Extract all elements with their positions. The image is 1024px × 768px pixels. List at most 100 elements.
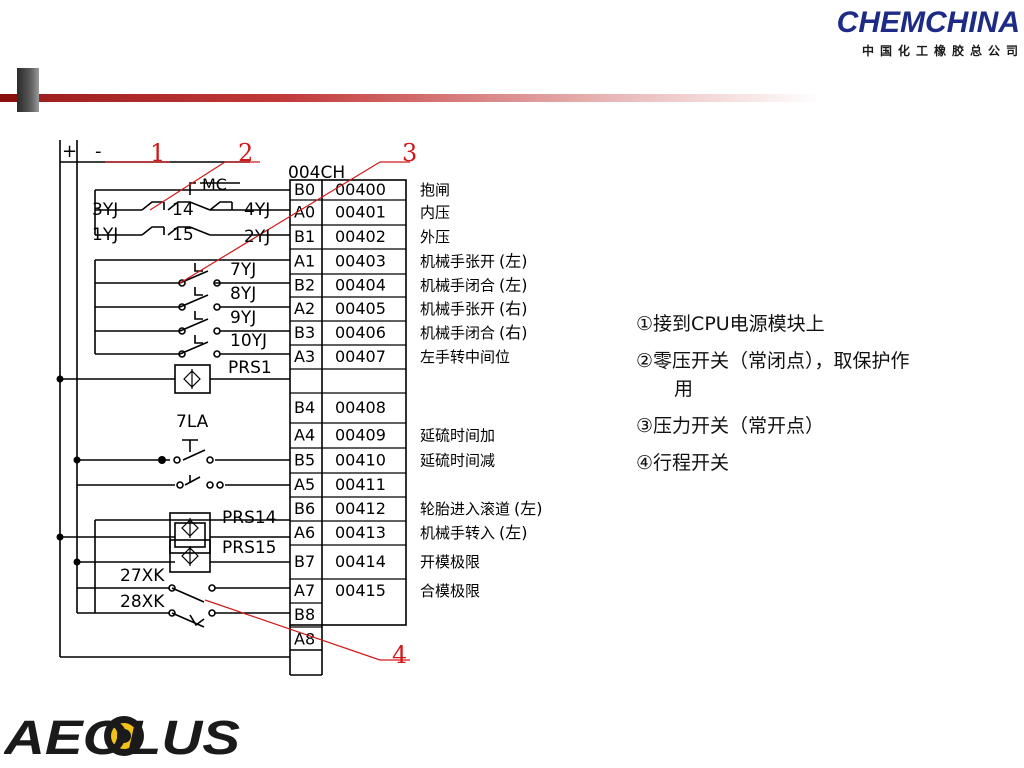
terminal-id: B7 (294, 552, 315, 571)
terminal-description: 开模极限 (420, 553, 480, 571)
label-7yj: 7YJ (230, 260, 256, 280)
note-2: ②零压开关（常闭点），取保护作 用 (636, 347, 996, 403)
terminal-address: 00409 (335, 426, 386, 445)
label-27xk: 27XK (120, 566, 165, 586)
terminal-description: 合模极限 (420, 582, 480, 600)
note-1-text: 接到CPU电源模块上 (653, 313, 825, 335)
label-1yj: 1YJ (92, 225, 118, 245)
plc-input-wiring-diagram: B000400抱闸A000401内压B100402外压A100403机械手张开(… (56, 139, 543, 676)
terminal-address: 00407 (335, 347, 386, 366)
terminal-address: 00400 (335, 180, 386, 199)
terminal-address: 00406 (335, 323, 386, 342)
note-4-text: 行程开关 (653, 452, 730, 474)
terminal-description: 延硫时间加 (420, 427, 495, 445)
title-bar-mark (0, 94, 17, 102)
terminal-side: (右) (499, 323, 528, 342)
terminal-description: 外压 (420, 228, 450, 246)
terminal-description: 延硫时间减 (420, 452, 495, 470)
terminal-id: A0 (294, 203, 315, 222)
terminal-address: 00403 (335, 252, 386, 271)
terminal-side: (左) (514, 499, 543, 518)
label-8yj: 8YJ (230, 284, 256, 304)
note-3-number: ③ (636, 415, 654, 437)
label-prs1: PRS1 (228, 358, 272, 378)
title-bar (0, 94, 820, 102)
terminal-address: 00404 (335, 276, 386, 295)
terminal-side: (右) (499, 299, 528, 318)
terminal-id: A7 (294, 581, 315, 600)
rail-minus-label: - (95, 141, 102, 162)
aeolus-logo: AEOLUS (4, 712, 240, 764)
terminal-description: 机械手闭合 (420, 324, 495, 342)
terminal-id: A4 (294, 426, 315, 445)
note-1-number: ① (636, 313, 654, 335)
terminal-address: 00413 (335, 523, 386, 542)
brand-name: CHEMCHINA (836, 6, 1020, 39)
label-14: 14 (172, 200, 194, 220)
note-2-number: ② (636, 350, 654, 372)
title-bar-block (17, 68, 39, 112)
note-3-text: 压力开关（常开点） (653, 415, 825, 437)
note-2-continuation: 用 (674, 378, 694, 400)
terminal-description: 轮胎进入滚道 (420, 500, 510, 518)
rail-plus-label: + (62, 141, 77, 162)
terminal-address: 00408 (335, 398, 386, 417)
note-2-text: 零压开关（常闭点），取保护作 (653, 350, 910, 372)
terminal-description: 机械手闭合 (420, 277, 495, 295)
note-4: ④行程开关 (636, 449, 996, 477)
terminal-address: 00414 (335, 552, 386, 571)
terminal-id: B6 (294, 499, 315, 518)
aeolus-logo-text: AEOLUS (4, 712, 240, 764)
label-prs14: PRS14 (222, 508, 277, 528)
terminal-id: A3 (294, 347, 315, 366)
terminal-address: 00405 (335, 299, 386, 318)
terminal-id: B3 (294, 323, 315, 342)
label-15: 15 (172, 225, 194, 245)
terminal-id: A1 (294, 252, 315, 271)
label-7la: 7LA (176, 412, 209, 432)
terminal-description: 左手转中间位 (420, 348, 510, 366)
label-9yj: 9YJ (230, 308, 256, 328)
terminal-id: B0 (294, 180, 315, 199)
terminal-id: A8 (294, 630, 315, 649)
module-label: 004CH (288, 163, 345, 183)
label-2yj: 2YJ (244, 227, 270, 247)
terminal-side: (左) (499, 252, 528, 271)
terminal-side: (左) (499, 523, 528, 542)
terminal-description: 内压 (420, 204, 450, 222)
label-prs15: PRS15 (222, 538, 277, 558)
terminal-description: 机械手转入 (420, 524, 495, 542)
terminal-address: 00412 (335, 499, 386, 518)
callout-3: 3 (402, 139, 417, 167)
callout-1: 1 (150, 139, 165, 167)
terminal-address: 00410 (335, 451, 386, 470)
terminal-address: 00402 (335, 227, 386, 246)
terminal-id: B4 (294, 398, 315, 417)
label-28xk: 28XK (120, 592, 165, 612)
label-4yj: 4YJ (244, 200, 270, 220)
terminal-address: 00401 (335, 203, 386, 222)
terminal-description: 机械手张开 (420, 300, 495, 318)
chemchina-logo: CHEMCHINA 中国化工橡胶总公司 (837, 8, 1020, 59)
terminal-id: A5 (294, 475, 315, 494)
callout-2: 2 (238, 139, 253, 167)
relay-label: MC (202, 175, 227, 194)
note-4-number: ④ (636, 452, 654, 474)
terminal-side: (左) (499, 276, 528, 295)
terminal-id: B5 (294, 451, 315, 470)
note-3: ③压力开关（常开点） (636, 412, 996, 440)
label-10yj: 10YJ (230, 331, 267, 351)
terminal-id: A2 (294, 299, 315, 318)
note-1: ①接到CPU电源模块上 (636, 310, 996, 338)
label-3yj: 3YJ (92, 200, 118, 220)
terminal-id: B8 (294, 605, 315, 624)
terminal-id: A6 (294, 523, 315, 542)
terminal-description: 抱闸 (420, 181, 450, 199)
terminal-address: 00411 (335, 475, 386, 494)
terminal-description: 机械手张开 (420, 253, 495, 271)
terminal-address: 00415 (335, 581, 386, 600)
callout-4: 4 (392, 641, 407, 669)
legend-notes: ①接到CPU电源模块上 ②零压开关（常闭点），取保护作 用 ③压力开关（常开点）… (636, 310, 996, 486)
terminal-id: B1 (294, 227, 315, 246)
